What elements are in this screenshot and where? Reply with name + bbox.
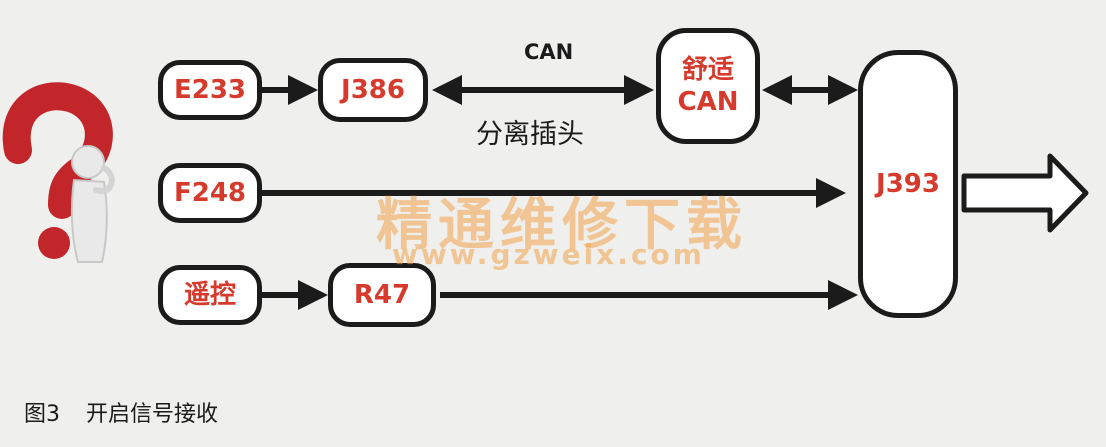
node-remote-label: 遥控: [183, 279, 236, 310]
watermark-text: 精通维修下载: [376, 193, 748, 258]
node-comfort-can-line1: 舒适: [681, 54, 734, 85]
node-r47: R47: [328, 263, 436, 327]
connector-label: 分离插头: [476, 119, 584, 150]
can-bus-label: CAN: [524, 40, 574, 64]
node-e233-label: E233: [173, 74, 247, 105]
node-e233: E233: [158, 60, 262, 120]
node-j393-label: J393: [876, 168, 940, 199]
figure-number: 图3: [24, 402, 60, 427]
node-f248: F248: [158, 163, 262, 223]
figure-caption: 图3 开启信号接收: [24, 396, 218, 428]
node-r47-label: R47: [353, 279, 411, 310]
node-f248-label: F248: [173, 177, 247, 208]
node-remote: 遥控: [158, 265, 262, 325]
figure-title: 开启信号接收: [86, 402, 219, 427]
output-hollow-arrow-icon: [961, 153, 1089, 233]
watermark-url: www.gzweix.com: [392, 238, 705, 271]
node-comfort-can-line2: CAN: [677, 87, 739, 117]
node-j386: J386: [318, 58, 428, 122]
node-comfort-can: 舒适 CAN: [656, 28, 760, 144]
question-mark-person-icon: [2, 82, 115, 263]
node-j386-label: J386: [341, 74, 405, 105]
node-j393: J393: [858, 50, 958, 318]
